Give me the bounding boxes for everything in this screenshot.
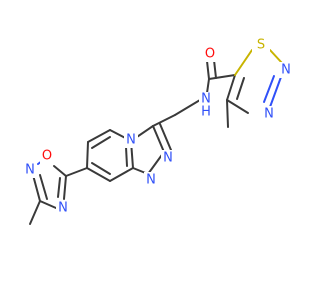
bond-nh-ch2: [174, 99, 201, 116]
atom-nitrogen-amide: N: [201, 92, 211, 107]
bond-c8-c8a: [109, 167, 134, 182]
atom-nitrogen-triazole-1: N: [146, 173, 156, 188]
bond-c3ox-n2-double: [32, 174, 48, 202]
bond-c4-n3: [226, 99, 249, 114]
bond-n4-c3ox: [39, 200, 57, 209]
atom-sulfur: S: [257, 38, 265, 53]
atom-nitrogen-bridgehead: N: [126, 133, 136, 148]
bond-c5-c6-double: [87, 129, 111, 149]
molecule-structure: S N N O N H N N N O N N: [23, 36, 293, 225]
bond-c-o-double: [206, 59, 217, 80]
bond-c3ox-methyl: [29, 200, 41, 225]
atom-oxygen-oxadiazole: O: [42, 149, 52, 164]
bond-c5-c4-double: [226, 74, 245, 101]
bond-c7-oxadiazole: [65, 167, 88, 177]
atom-nitrogen-triazole-2: N: [163, 151, 173, 166]
atom-nitrogen-thiadiazole-3: N: [264, 107, 274, 122]
bond-s-c5: [234, 49, 253, 76]
bond-c6-c7: [86, 141, 89, 169]
bond-c5ox-o1: [53, 165, 67, 177]
atom-nitrogen-thiadiazole-2: N: [281, 63, 291, 78]
atom-oxygen-carbonyl: O: [205, 47, 215, 62]
atom-nitrogen-oxadiazole-4: N: [58, 201, 68, 216]
bond-n2-n3-double: [263, 75, 282, 108]
bond-c-nh: [206, 78, 210, 94]
atom-labels: S N N O N H N N N O N N: [23, 36, 293, 216]
bond-s-n2: [269, 49, 283, 64]
hetero-bonds: [37, 49, 283, 165]
bond-ch2-c3: [152, 114, 176, 127]
bonds: [29, 59, 249, 225]
atom-hydrogen-amide: H: [201, 105, 211, 120]
atom-nitrogen-oxadiazole-2: N: [25, 163, 35, 178]
bond-c3-n2-double: [152, 123, 172, 153]
bond-c5-carbonyl: [208, 74, 236, 80]
molecule-diagram: S N N O N H N N N O N N: [23, 36, 293, 225]
bond-c5ox-n4-double: [57, 175, 67, 200]
bond-c8a-inner: [125, 146, 128, 167]
bond-c4-methyl: [226, 99, 229, 128]
bond-c7-c8-double: [86, 162, 111, 182]
